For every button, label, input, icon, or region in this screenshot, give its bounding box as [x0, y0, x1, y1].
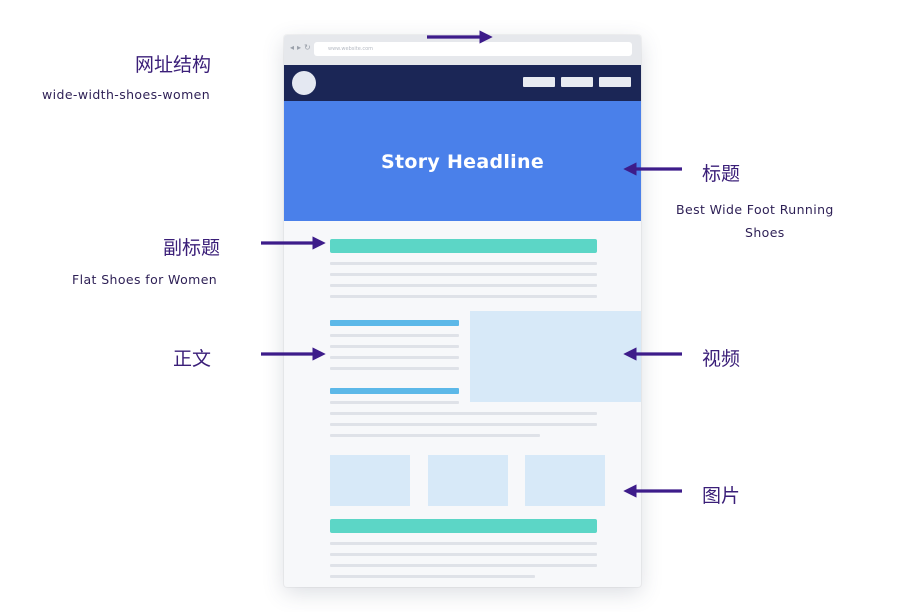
text-line: [330, 295, 597, 298]
video-placeholder[interactable]: [470, 311, 641, 402]
text-line: [330, 356, 459, 359]
hero-banner: Story Headline: [284, 101, 641, 221]
site-navbar: [284, 65, 641, 101]
text-line: [330, 575, 535, 578]
text-line: [330, 412, 597, 415]
title-label: 标题: [702, 163, 741, 185]
site-logo[interactable]: [292, 71, 316, 95]
subheading-bar: [330, 519, 597, 533]
text-line: [330, 434, 540, 437]
forward-icon[interactable]: ▸: [297, 43, 302, 52]
text-line: [330, 564, 597, 567]
title-example-line1: Best Wide Foot Running: [676, 202, 834, 217]
back-icon[interactable]: ◂: [290, 43, 295, 52]
text-line: [330, 367, 459, 370]
subtitle-example: Flat Shoes for Women: [72, 272, 218, 287]
image-placeholder[interactable]: [330, 455, 410, 506]
video-label: 视频: [702, 348, 741, 370]
url-structure-label: 网址结构: [135, 54, 212, 76]
nav-link-1[interactable]: [523, 77, 555, 87]
address-bar[interactable]: www.website.com: [314, 42, 632, 56]
browser-mockup: ◂ ▸ ↻ www.website.com Story Headline: [284, 35, 641, 587]
subheading-bar: [330, 239, 597, 253]
image-label: 图片: [702, 485, 741, 507]
text-line: [330, 553, 597, 556]
text-line: [330, 542, 597, 545]
body-heading-bar: [330, 320, 459, 326]
text-line: [330, 334, 459, 337]
image-placeholder[interactable]: [525, 455, 605, 506]
subtitle-label: 副标题: [163, 237, 221, 259]
url-structure-example: wide-width-shoes-women: [42, 87, 211, 102]
nav-link-3[interactable]: [599, 77, 631, 87]
title-example-line2: Shoes: [745, 225, 785, 240]
nav-link-2[interactable]: [561, 77, 593, 87]
body-heading-bar: [330, 388, 459, 394]
image-placeholder[interactable]: [428, 455, 508, 506]
text-line: [330, 345, 459, 348]
text-line: [330, 423, 597, 426]
story-headline: Story Headline: [380, 151, 545, 173]
text-line: [330, 401, 459, 404]
browser-chrome: ◂ ▸ ↻ www.website.com: [284, 35, 641, 65]
reload-icon[interactable]: ↻: [304, 43, 311, 52]
body-label: 正文: [173, 348, 212, 370]
text-line: [330, 262, 597, 265]
text-line: [330, 284, 597, 287]
text-line: [330, 273, 597, 276]
